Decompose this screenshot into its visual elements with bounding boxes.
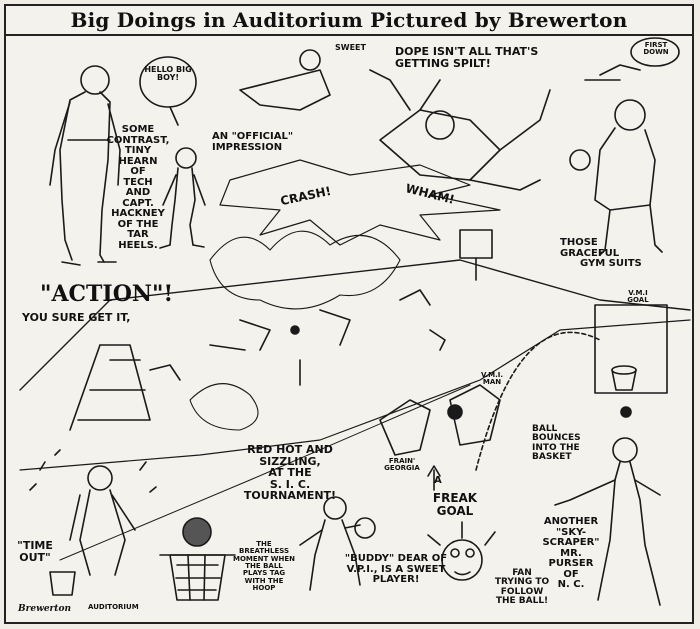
buddy-player-figure	[299, 496, 376, 591]
official-impression-caption: AN "OFFICIAL" IMPRESSION	[212, 131, 294, 153]
fan-caption: FAN TRYING TO FOLLOW THE BALL!	[494, 568, 550, 607]
contrast-caption-line: HEARN	[118, 155, 158, 167]
sky-scraper-caption-line: OF	[563, 568, 579, 580]
contrast-caption-line: TINY	[124, 145, 152, 156]
freak-goal-caption-line: GOAL	[436, 503, 474, 518]
contrast-caption-line: OF	[130, 166, 146, 177]
breathless-moment-caption: THE BREATHLESS MOMENT WHEN THE BALL PLAY…	[233, 540, 295, 593]
contrast-caption-line: CONTRAST,	[106, 134, 170, 146]
contrast-caption-line: SOME	[121, 124, 155, 135]
breathless-moment-figure	[159, 517, 236, 601]
time-out-player-figure	[49, 465, 136, 596]
title-bar: Big Doings in Auditorium Pictured by Bre…	[6, 6, 692, 36]
contrast-caption-line: OF THE	[117, 218, 159, 230]
frain-georgia-caption: FRAIN' GEORGIA	[384, 457, 420, 473]
ball-bounces-caption: BALL BOUNCES INTO THE BASKET	[532, 424, 581, 463]
time-out-caption: "TIME OUT"	[17, 539, 53, 564]
page-title: Big Doings in Auditorium Pictured by Bre…	[70, 8, 628, 32]
tumbling-players-figure	[239, 49, 551, 191]
artist-signature: Brewerton	[18, 604, 71, 614]
freak-goal-caption: FREAK GOAL	[420, 492, 490, 517]
auditorium-signature: AUDITORIUM	[88, 603, 139, 611]
action-caption: "ACTION"!	[40, 281, 174, 307]
contrast-caption-line: TECH	[123, 176, 153, 188]
contrast-caption-line: AND	[125, 187, 151, 198]
red-hot-caption-line: AT THE	[268, 466, 312, 480]
fan-face-figure	[427, 521, 496, 581]
gym-suits-caption-line: GRACEFUL	[560, 247, 620, 259]
contrast-caption: SOME CONTRAST, TINY HEARN OF TECH AND CA…	[106, 124, 170, 251]
freak-goal-caption-line: FREAK	[432, 491, 478, 505]
dope-caption: DOPE ISN'T ALL THAT'S GETTING SPILT!	[395, 45, 539, 70]
sweet-caption: SWEET	[335, 43, 366, 52]
sky-scraper-caption-line: MR.	[560, 547, 582, 559]
skyscraper-player-figure	[554, 437, 661, 606]
sky-scraper-caption: ANOTHER "SKY-SCRAPER" MR. PURSER OF N. C…	[530, 516, 612, 591]
gym-suits-caption-line: THOSE	[560, 237, 598, 248]
freak-goal-a-caption: A	[434, 475, 442, 486]
first-down-caption: FIRST DOWN	[643, 41, 669, 57]
sky-scraper-caption-line: PURSER	[548, 558, 594, 569]
gym-suits-caption-line: GYM SUITS	[580, 258, 642, 269]
contrast-caption-line: TAR HEELS.	[118, 229, 158, 251]
red-hot-caption: RED HOT AND SIZZLING, AT THE S. I. C. TO…	[230, 444, 350, 502]
vmi-goal-caption: V.M.I GOAL	[627, 289, 649, 305]
sky-scraper-caption-line: ANOTHER	[543, 516, 599, 527]
tiny-player-figure	[159, 147, 206, 249]
vmi-man-caption: V.M.I. MAN	[480, 371, 504, 387]
red-hot-caption-line: TOURNAMENT!	[243, 489, 337, 503]
sky-scraper-caption-line: N. C.	[557, 579, 585, 590]
gym-suit-player-figure	[569, 99, 663, 256]
hello-big-boy-caption: HELLO BIG BOY!	[144, 65, 192, 83]
contrast-caption-line: CAPT.	[122, 197, 154, 209]
you-sure-get-it-caption: YOU SURE GET IT,	[22, 311, 131, 324]
red-hot-caption-line: SIZZLING,	[259, 454, 321, 468]
contrast-caption-line: HACKNEY	[111, 208, 165, 219]
red-hot-caption-line: RED HOT AND	[247, 443, 333, 456]
gym-suits-caption: THOSE GRACEFUL GYM SUITS	[560, 237, 642, 270]
buddy-caption: "BUDDY" DEAR OF V.P.I., IS A SWEET PLAYE…	[344, 553, 448, 585]
tall-player-figure	[49, 65, 121, 266]
sky-scraper-caption-line: "SKY-SCRAPER"	[542, 526, 600, 548]
red-hot-caption-line: S. I. C.	[269, 477, 311, 491]
